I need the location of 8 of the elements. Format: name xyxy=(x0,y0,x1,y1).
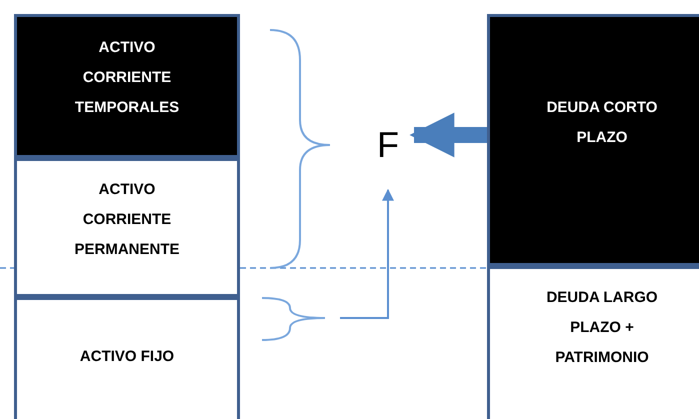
node-label: F xyxy=(368,122,408,168)
account-box: ACTIVO FIJO xyxy=(14,297,240,419)
arrow xyxy=(340,188,394,319)
account-box: ACTIVO CORRIENTE PERMANENTE xyxy=(14,158,240,297)
block-arrow xyxy=(410,112,487,158)
account-box: DEUDA CORTO PLAZO xyxy=(487,14,699,266)
account-box: ACTIVO CORRIENTE TEMPORALES xyxy=(14,14,240,158)
account-box: DEUDA LARGO PLAZO + PATRIMONIO xyxy=(487,266,699,419)
